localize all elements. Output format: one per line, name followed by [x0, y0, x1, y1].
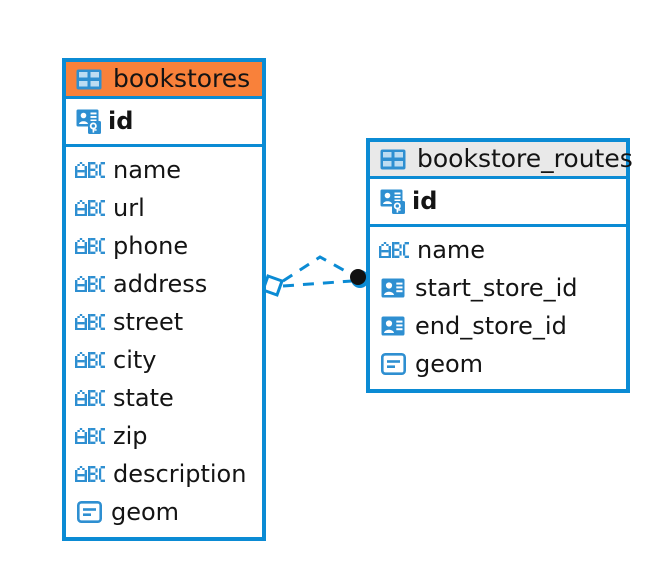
field-row-primary-key[interactable]: id	[75, 102, 254, 140]
field-label-zip: zip	[113, 422, 148, 450]
field-label-state: state	[113, 384, 174, 412]
primary-key-icon	[75, 107, 103, 135]
foreign-key-icon	[379, 312, 407, 340]
field-label-street: street	[113, 308, 184, 336]
field-label-address: address	[113, 270, 208, 298]
entity-header-bookstore-routes[interactable]: bookstore_routes	[370, 142, 633, 179]
field-label-geom: geom	[415, 350, 484, 378]
abc-text-icon	[379, 237, 409, 263]
field-label-id: id	[108, 107, 134, 135]
abc-text-icon	[75, 347, 105, 373]
field-row-description[interactable]: description	[75, 455, 254, 493]
abc-text-icon	[75, 233, 105, 259]
field-row-zip[interactable]: zip	[75, 417, 254, 455]
field-row-street[interactable]: street	[75, 303, 254, 341]
abc-text-icon	[75, 271, 105, 297]
field-row-name[interactable]: name	[379, 231, 618, 269]
entity-table-bookstore-routes[interactable]: bookstore_routes	[366, 138, 633, 393]
table-icon	[75, 65, 103, 93]
field-label-name: name	[417, 236, 486, 264]
abc-text-icon	[75, 423, 105, 449]
field-row-city[interactable]: city	[75, 341, 254, 379]
field-label-description: description	[113, 460, 247, 488]
geometry-icon	[379, 350, 407, 378]
primary-key-section-bookstore-routes: id	[370, 179, 626, 227]
primary-key-icon	[379, 187, 407, 215]
field-row-name[interactable]: name	[75, 151, 254, 189]
field-label-phone: phone	[113, 232, 189, 260]
field-label-start-store-id: start_store_id	[415, 274, 578, 302]
field-section-bookstores: name	[66, 147, 262, 537]
field-label-url: url	[113, 194, 145, 222]
field-row-end-store-id[interactable]: end_store_id	[379, 307, 618, 345]
field-row-state[interactable]: state	[75, 379, 254, 417]
field-section-bookstore-routes: name start_store_id	[370, 227, 626, 389]
abc-text-icon	[75, 309, 105, 335]
entity-title-bookstore-routes: bookstore_routes	[417, 143, 633, 173]
geometry-icon	[75, 498, 103, 526]
field-label-id: id	[412, 187, 438, 215]
abc-text-icon	[75, 157, 105, 183]
field-label-geom: geom	[111, 498, 180, 526]
field-label-end-store-id: end_store_id	[415, 312, 567, 340]
abc-text-icon	[75, 195, 105, 221]
field-row-url[interactable]: url	[75, 189, 254, 227]
field-row-primary-key[interactable]: id	[379, 182, 618, 220]
relationship-line-upper	[282, 255, 357, 283]
relationship-line-lower	[282, 279, 353, 288]
table-icon	[379, 145, 407, 173]
entity-title-bookstores: bookstores	[113, 63, 251, 93]
abc-text-icon	[75, 385, 105, 411]
entity-table-bookstores[interactable]: bookstores	[62, 58, 266, 541]
entity-header-bookstores[interactable]: bookstores	[66, 62, 262, 99]
field-label-city: city	[113, 346, 157, 374]
foreign-key-icon	[379, 274, 407, 302]
field-row-phone[interactable]: phone	[75, 227, 254, 265]
field-row-start-store-id[interactable]: start_store_id	[379, 269, 618, 307]
field-row-address[interactable]: address	[75, 265, 254, 303]
abc-text-icon	[75, 461, 105, 487]
field-row-geom[interactable]: geom	[75, 493, 254, 531]
field-row-geom[interactable]: geom	[379, 345, 618, 383]
field-label-name: name	[113, 156, 182, 184]
primary-key-section-bookstores: id	[66, 99, 262, 147]
